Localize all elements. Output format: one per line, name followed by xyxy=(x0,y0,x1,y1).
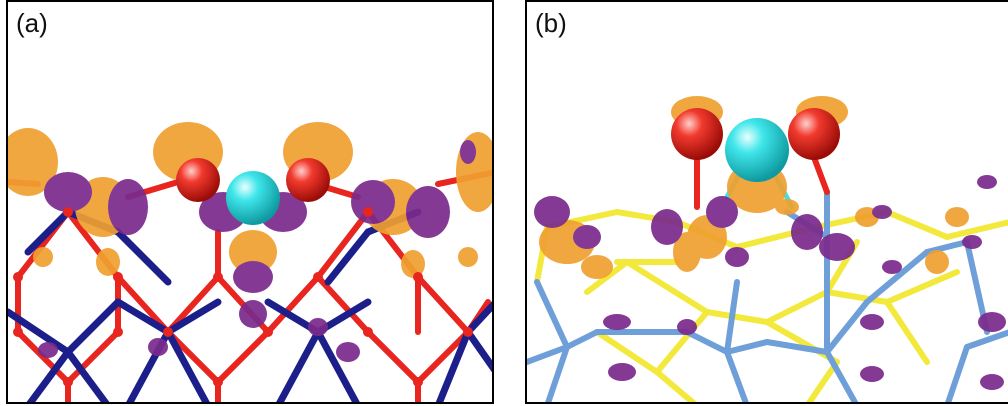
panel-a-structure xyxy=(8,122,492,402)
atoms-b xyxy=(671,108,840,182)
lattice-bonds xyxy=(8,169,492,402)
panel-b: (b) xyxy=(525,0,1008,404)
panel-b-label: (b) xyxy=(535,8,567,38)
panel-a-label: (a) xyxy=(16,8,48,38)
charge-density-lobes xyxy=(8,122,492,362)
panel-b-structure xyxy=(527,96,1008,402)
panel-a: (a) xyxy=(6,0,494,404)
atoms xyxy=(13,158,473,387)
